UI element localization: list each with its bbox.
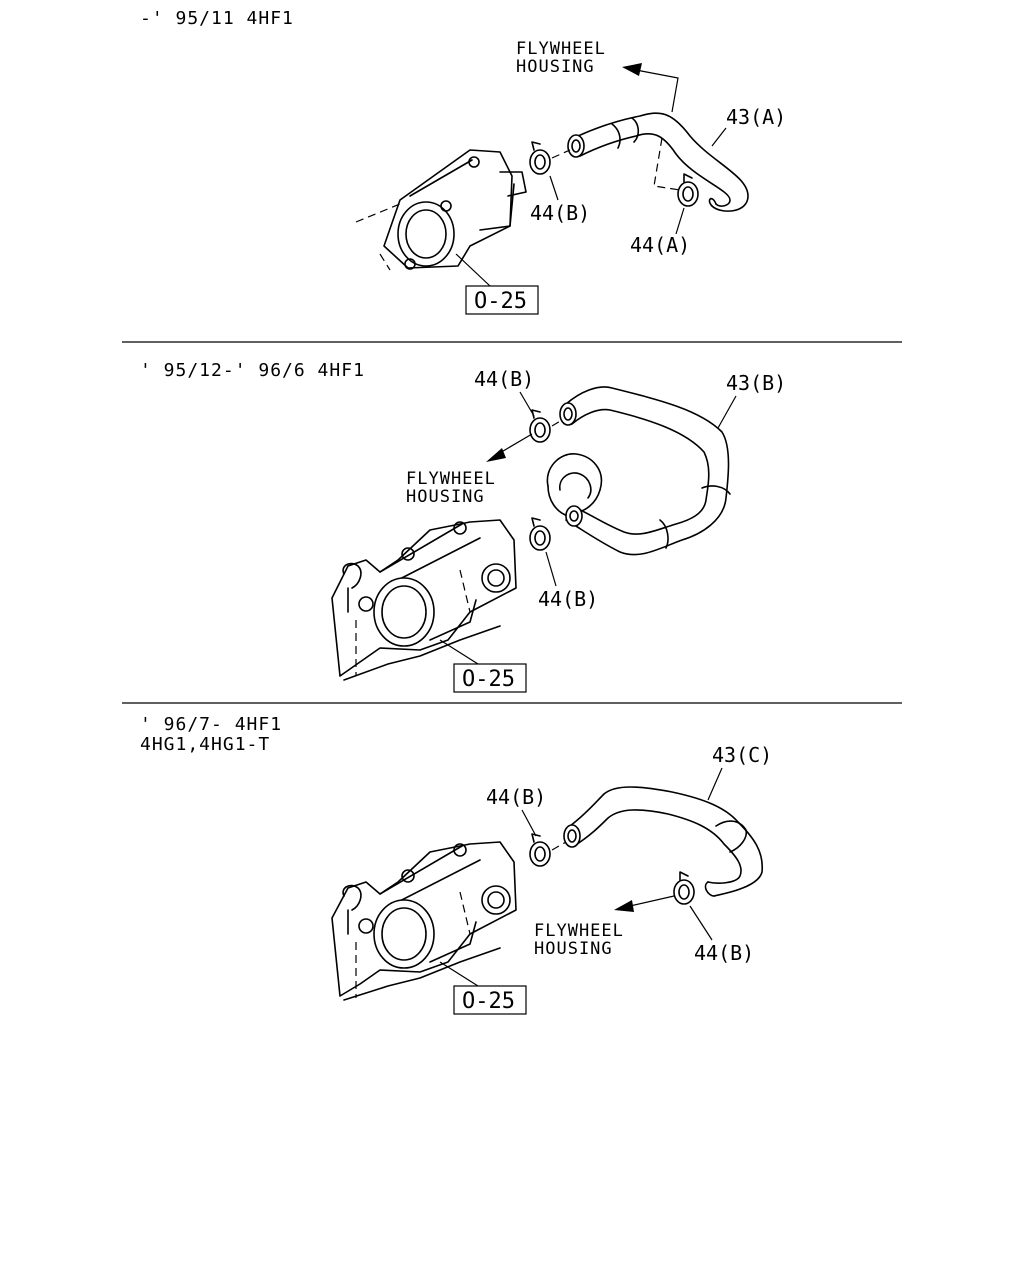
section-3-clamp-label-1: 44(B) xyxy=(486,785,546,809)
section-2-flywheel-label-line2: HOUSING xyxy=(406,487,485,507)
section-1-ref-leader xyxy=(455,253,491,287)
section-3-flywheel-arrowhead-icon xyxy=(614,900,634,912)
section-1-flywheel-arrowhead-icon xyxy=(622,63,642,76)
section-3-ref-label: O-25 xyxy=(462,989,515,1014)
section-2-clamp-upper-icon xyxy=(529,409,551,443)
section-1-ref-box xyxy=(465,285,539,315)
section-2-ref-box xyxy=(453,663,527,693)
section-2-clamp-label-1: 44(B) xyxy=(474,367,534,391)
section-3-ref-leader xyxy=(439,961,479,987)
section-1-hose-label: 43(A) xyxy=(726,105,786,129)
section-1-thermostat-housing xyxy=(355,149,527,271)
section-3-engine-thermostat-housing xyxy=(331,841,517,1001)
section-2-header: ' 95/12-' 96/6 4HF1 xyxy=(140,360,365,381)
section-1-flywheel-label-line2: HOUSING xyxy=(516,57,595,77)
section-2: ' 95/12-' 96/6 4HF1 44(B) 43(B) xyxy=(140,360,786,693)
section-2-clamp-leader-2 xyxy=(545,551,557,587)
section-1-clamp-label-1: 44(B) xyxy=(530,201,590,225)
section-1-clamp-44a-icon xyxy=(677,173,699,207)
section-1-clamp-44b-icon xyxy=(529,141,551,175)
section-1-ref-label: O-25 xyxy=(474,289,527,314)
section-3-header-line1: ' 96/7- 4HF1 xyxy=(140,714,282,735)
section-3-flywheel-label-line2: HOUSING xyxy=(534,939,613,959)
section-3-clamp-leader-1 xyxy=(521,809,537,837)
section-3-clamp-upper-icon xyxy=(529,833,551,867)
section-1-clamp-center-line xyxy=(551,149,571,159)
section-1-clamp-leader-1 xyxy=(549,175,559,201)
section-1-routing-dashed-line xyxy=(653,137,681,191)
section-2-engine-thermostat-housing xyxy=(331,519,517,681)
section-2-clamp-leader-1 xyxy=(519,391,535,417)
section-1: -' 95/11 4HF1 FLYWHEEL HOUSING 43(A) 44(… xyxy=(140,8,786,315)
section-3-flywheel-label-line1: FLYWHEEL xyxy=(534,921,624,941)
section-2-hose-leader xyxy=(717,395,737,429)
section-3-hose-leader xyxy=(707,767,723,801)
section-2-ref-leader xyxy=(439,639,479,665)
section-3-flywheel-arrow-line xyxy=(629,895,675,907)
section-2-ref-label: O-25 xyxy=(462,667,515,692)
section-3-ref-box xyxy=(453,985,527,1015)
section-3-clamp-center-line xyxy=(551,841,567,851)
section-3-clamp-leader-2 xyxy=(689,905,713,941)
section-2-hose-label: 43(B) xyxy=(726,371,786,395)
section-1-flywheel-arrow-line xyxy=(635,69,679,113)
section-3-header-line2: 4HG1,4HG1-T xyxy=(140,734,270,755)
section-1-hose-leader xyxy=(711,127,727,147)
section-2-clamp-center-line xyxy=(551,419,563,427)
section-1-clamp-label-2: 44(A) xyxy=(630,233,690,257)
section-1-flywheel-label-line1: FLYWHEEL xyxy=(516,39,606,59)
section-3-hose-43c xyxy=(563,786,763,897)
section-2-flywheel-arrowhead-icon xyxy=(486,448,506,462)
section-2-hose-43b xyxy=(546,386,731,556)
section-1-clamp-leader-2 xyxy=(675,207,685,235)
section-1-header: -' 95/11 4HF1 xyxy=(140,8,294,29)
section-2-clamp-label-2: 44(B) xyxy=(538,587,598,611)
section-3: ' 96/7- 4HF1 4HG1,4HG1-T 43(C) 44(B) xyxy=(140,714,772,1015)
section-3-clamp-label-2: 44(B) xyxy=(694,941,754,965)
section-2-clamp-lower-icon xyxy=(529,517,551,551)
section-3-clamp-lower-icon xyxy=(673,871,695,905)
section-1-hose-43a xyxy=(567,112,749,212)
section-3-hose-label: 43(C) xyxy=(712,743,772,767)
section-2-flywheel-arrow-line xyxy=(497,433,533,455)
section-2-flywheel-label-line1: FLYWHEEL xyxy=(406,469,496,489)
